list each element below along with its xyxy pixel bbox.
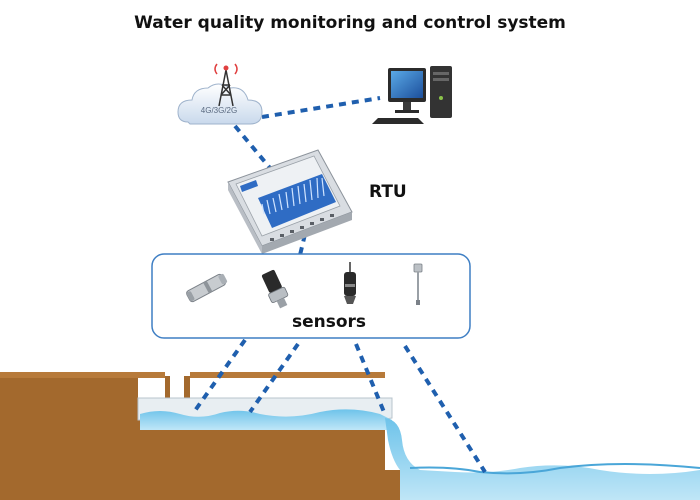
link-cloud-rtu <box>233 124 272 170</box>
rtu-device-icon <box>227 149 353 254</box>
sensor-cylinder-icon <box>186 273 228 303</box>
pressure-transmitter-icon <box>261 269 289 309</box>
link-sensor-4-water <box>403 344 487 474</box>
link-sensor-2-water <box>248 342 300 414</box>
desktop-computer-icon <box>372 66 452 124</box>
diagram-title: Water quality monitoring and control sys… <box>134 13 566 33</box>
link-cloud-computer <box>261 96 381 119</box>
pipe-inlet <box>170 376 184 398</box>
water-channel <box>137 397 700 500</box>
cell-tower-icon <box>214 63 238 107</box>
link-sensor-1-water <box>192 338 247 414</box>
links <box>192 96 487 474</box>
level-probe-icon <box>413 263 423 305</box>
water-body <box>385 418 700 500</box>
sensors-box <box>151 253 471 339</box>
network-label: 4G/3G/2G <box>200 106 238 115</box>
sensors-label: sensors <box>292 312 367 332</box>
rtu-label: RTU <box>369 182 407 202</box>
water-probe-icon <box>344 262 356 304</box>
